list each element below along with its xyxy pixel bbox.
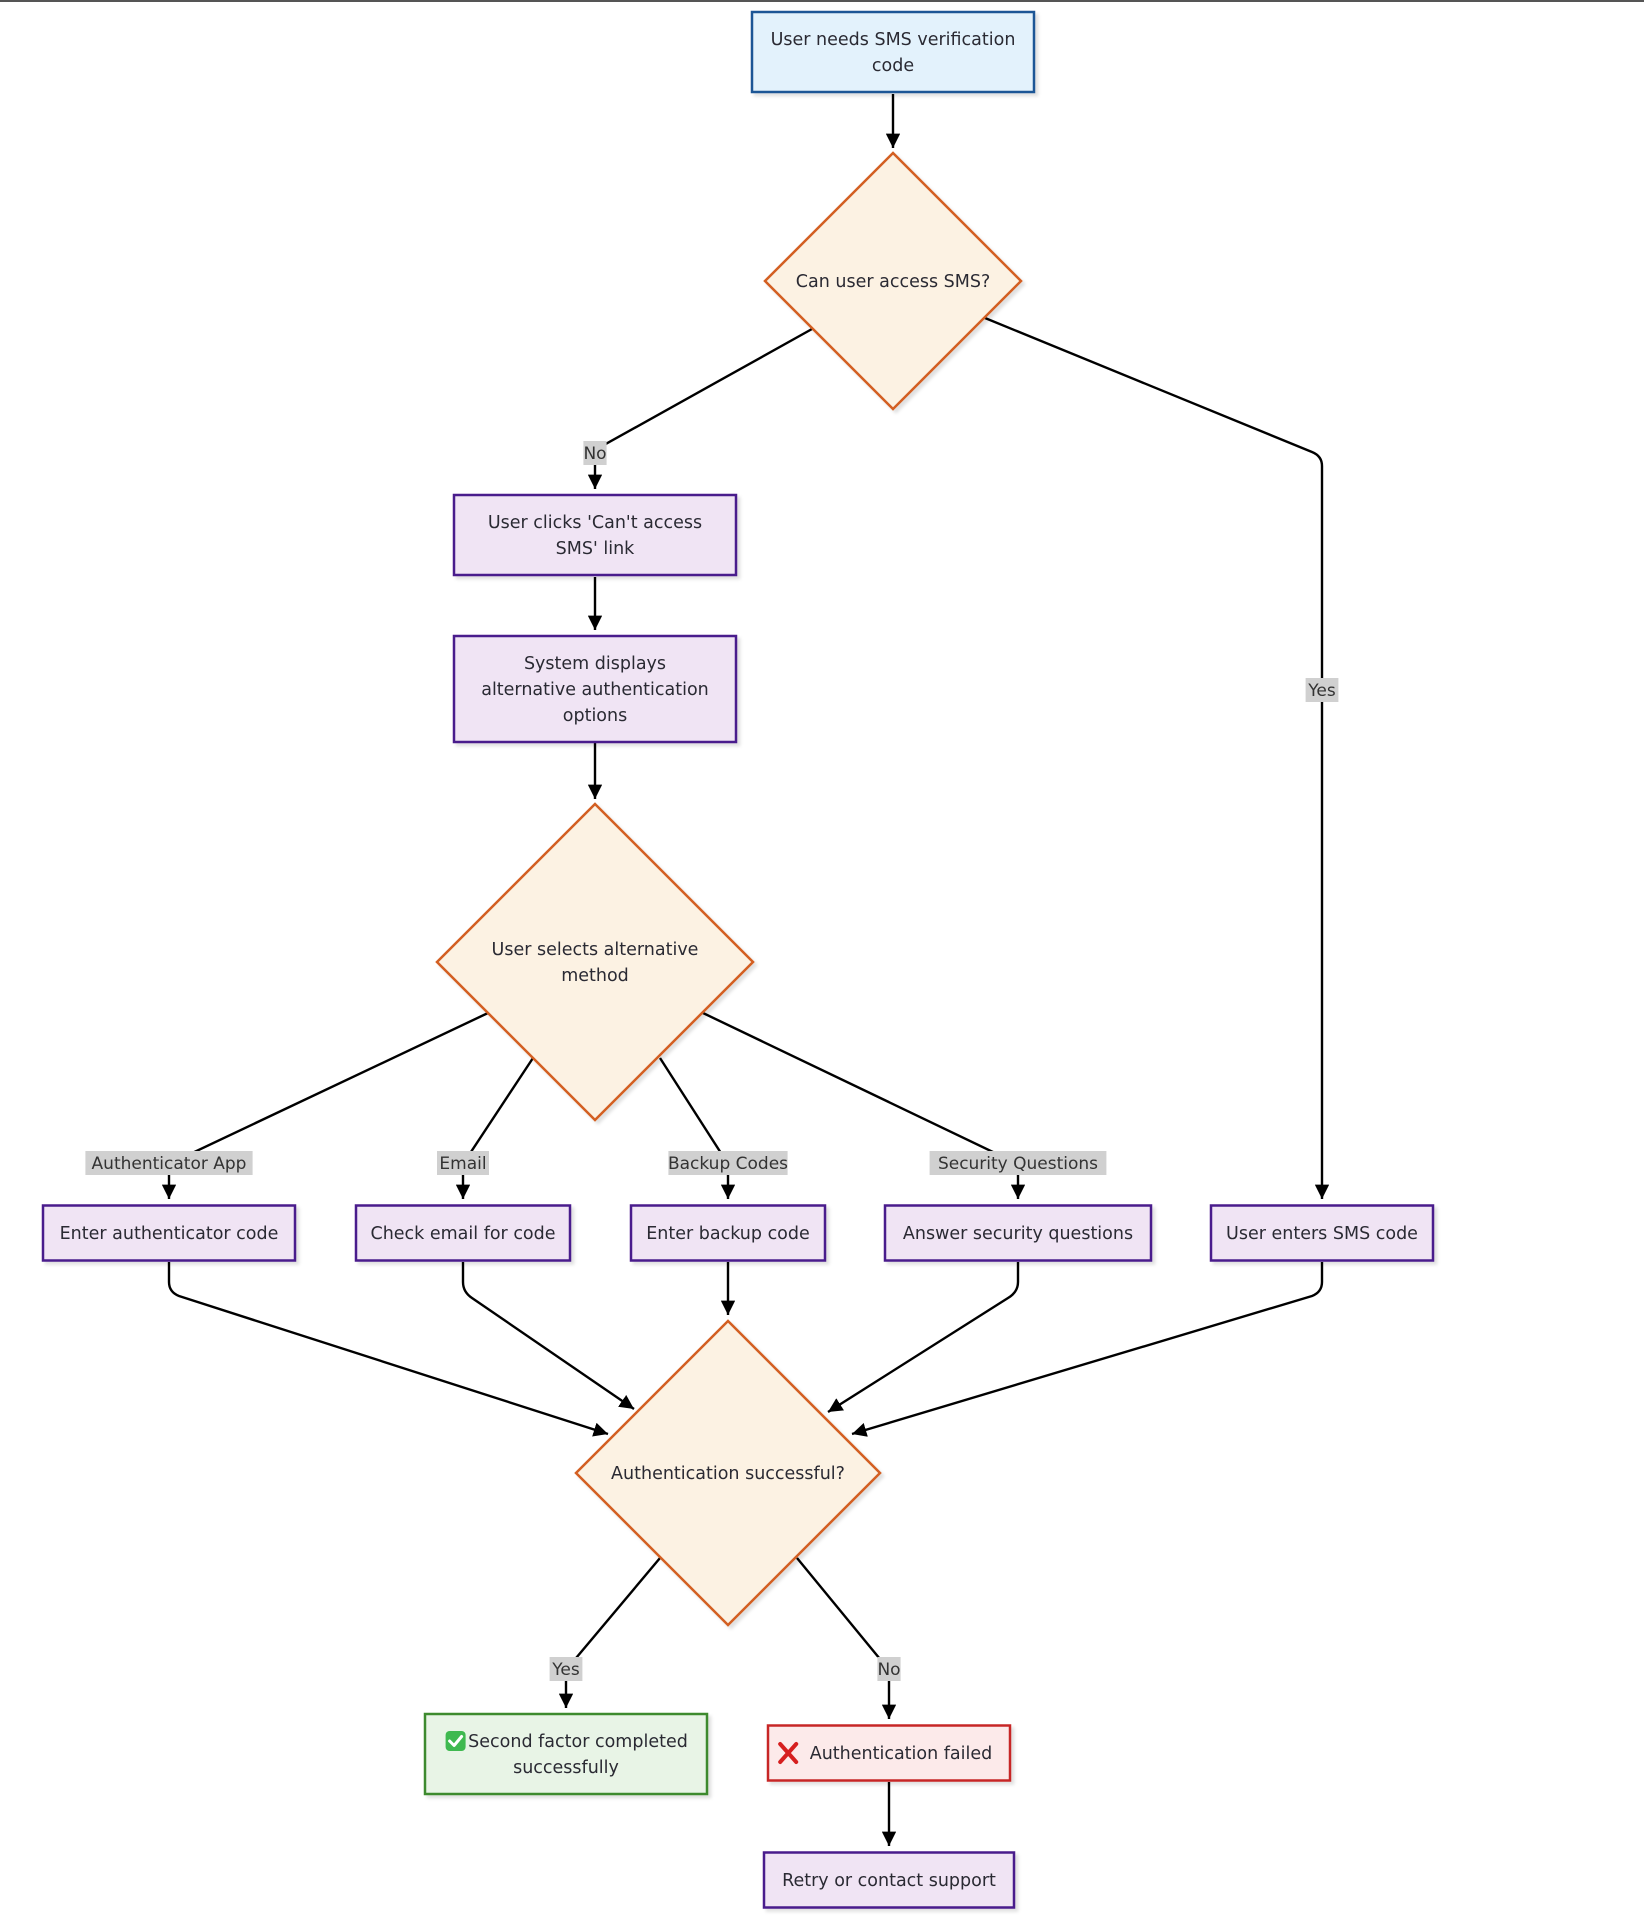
sms-code-node: User enters SMS code — [1209, 1204, 1435, 1262]
top-border-line — [0, 0, 1644, 2]
select-method-decision-shape — [435, 802, 755, 1122]
select-method-decision-text-line: User selects alternative — [492, 940, 699, 960]
edge-label-authenticator-app-text: Authenticator App — [92, 1154, 247, 1174]
edge-label-no-sms-text: No — [583, 444, 606, 464]
edge-label-yes-success-text: Yes — [551, 1660, 580, 1680]
backup-code-node-text-line: Enter backup code — [646, 1224, 810, 1244]
retry-node: Retry or contact support — [762, 1851, 1016, 1909]
edge-label-email: Email — [437, 1151, 489, 1175]
display-options-node-shape — [452, 634, 738, 744]
edge-label-backup-codes-text: Backup Codes — [668, 1154, 788, 1174]
start-node: User needs SMS verification code — [750, 10, 1036, 94]
edge-label-security-questions: Security Questions — [929, 1151, 1107, 1175]
email-code-node-shape — [354, 1204, 572, 1262]
backup-code-node-shape — [629, 1204, 827, 1262]
edge-label-yes-success-background — [549, 1657, 583, 1681]
edge-label-authenticator-app-background — [85, 1151, 253, 1175]
edge-label-backup-codes-background — [668, 1151, 788, 1175]
edge-label-security-questions-background — [929, 1151, 1107, 1175]
edge-label-yes-sms-text: Yes — [1307, 681, 1336, 701]
edge-select-backup — [658, 1057, 736, 1199]
success-node-text-line: Second factor completed — [468, 1732, 688, 1752]
edges — [161, 94, 1330, 1846]
display-options-node-text-line: options — [563, 706, 627, 726]
edge-security-to-success — [827, 1262, 1020, 1414]
start-node-shape — [750, 10, 1036, 94]
edge-email-to-success — [461, 1262, 635, 1410]
edge-label-yes-success: Yes — [549, 1657, 583, 1681]
security-questions-node: Answer security questions — [883, 1204, 1153, 1262]
authenticator-code-node-shape — [41, 1204, 297, 1262]
edge-label-security-questions-text: Security Questions — [938, 1154, 1098, 1174]
sms-access-decision-shape — [763, 151, 1023, 411]
backup-code-node: Enter backup code — [629, 1204, 827, 1262]
edge-label-no-success: No — [877, 1657, 901, 1681]
authenticator-code-node: Enter authenticator code — [41, 1204, 297, 1262]
edge-select-email — [455, 1057, 535, 1199]
edge-label-backup-codes: Backup Codes — [668, 1151, 788, 1175]
edge-success-yes — [558, 1557, 661, 1708]
display-options-node: System displays alternative authenticatio… — [452, 634, 738, 744]
email-code-node: Check email for code — [354, 1204, 572, 1262]
edge-label-no-sms: No — [583, 441, 607, 465]
display-options-node-text-line: System displays — [524, 654, 666, 674]
edge-success-no — [796, 1557, 897, 1719]
auth-success-decision-text-line: Authentication successful? — [611, 1464, 845, 1484]
retry-node-shape — [762, 1851, 1016, 1909]
edge-label-yes-sms: Yes — [1305, 678, 1339, 702]
email-code-node-text-line: Check email for code — [370, 1224, 555, 1244]
success-node: Second factor completed successfully — [423, 1712, 709, 1796]
failed-node-text-line: Authentication failed — [810, 1744, 993, 1764]
edge-sms-yes — [984, 316, 1330, 1199]
sms-access-decision-text-line: Can user access SMS? — [796, 272, 990, 292]
failed-node-shape — [766, 1724, 1012, 1782]
check-mark-button-icon — [445, 1731, 466, 1751]
edge-sms-no — [587, 327, 813, 489]
sms-access-decision: Can user access SMS? — [763, 151, 1023, 411]
edge-label-yes-sms-background — [1305, 678, 1339, 702]
edge-label-no-success-text: No — [877, 1660, 900, 1680]
edge-sms-to-success — [851, 1262, 1324, 1437]
sms-code-node-text-line: User enters SMS code — [1226, 1224, 1418, 1244]
auth-success-decision: Authentication successful? — [574, 1319, 882, 1627]
edge-label-email-background — [437, 1151, 489, 1175]
cant-access-link-node-shape — [452, 493, 738, 577]
security-questions-node-shape — [883, 1204, 1153, 1262]
cant-access-link-node-text-line: User clicks 'Can't access — [488, 513, 702, 533]
start-node-text-line: code — [872, 56, 914, 76]
failed-node: Authentication failed — [766, 1724, 1012, 1782]
cross-mark-icon — [778, 1742, 799, 1764]
edge-label-no-success-background — [877, 1657, 901, 1681]
edge-label-no-sms-background — [583, 441, 607, 465]
auth-success-decision-shape — [574, 1319, 882, 1627]
cant-access-link-node-text-line: SMS' link — [556, 539, 636, 559]
start-node-text-line: User needs SMS verification — [771, 30, 1016, 50]
retry-node-text-line: Retry or contact support — [782, 1871, 996, 1891]
display-options-node-text-line: alternative authentication — [481, 680, 709, 700]
select-method-decision-text-line: method — [561, 966, 629, 986]
select-method-decision: User selects alternative method — [435, 802, 755, 1122]
success-node-shape — [423, 1712, 709, 1796]
edge-authapp-to-success — [167, 1262, 609, 1437]
authenticator-code-node-text-line: Enter authenticator code — [60, 1224, 279, 1244]
sms-code-node-shape — [1209, 1204, 1435, 1262]
security-questions-node-text-line: Answer security questions — [903, 1224, 1133, 1244]
success-node-text-line: successfully — [513, 1758, 619, 1778]
edge-label-authenticator-app: Authenticator App — [85, 1151, 253, 1175]
edge-label-email-text: Email — [439, 1154, 486, 1174]
